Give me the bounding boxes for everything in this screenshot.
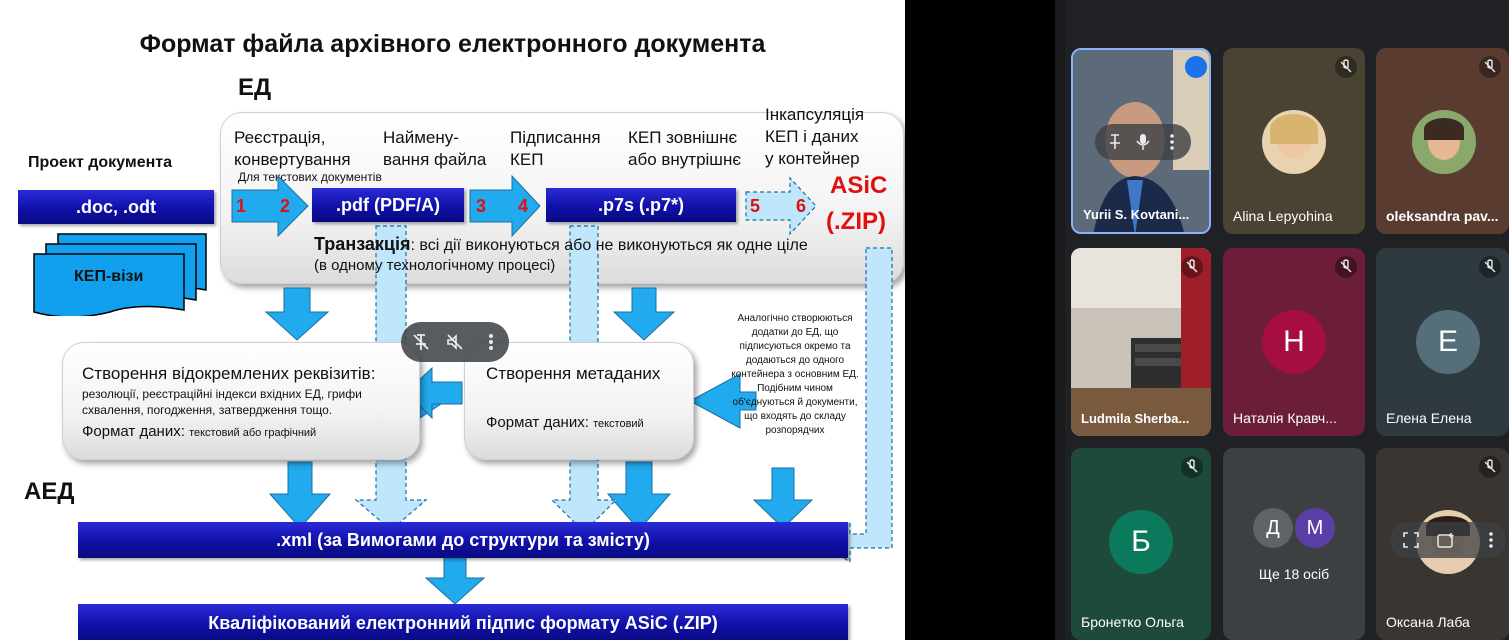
doc-format-bar: .doc, .odt	[18, 190, 214, 224]
participant-tile-1[interactable]: Yurii S. Kovtani...	[1071, 48, 1211, 234]
participant-name: oleksandra pav...	[1386, 208, 1499, 224]
frame-icon[interactable]	[1402, 531, 1420, 549]
step-naming-label: Наймену-вання файла	[383, 128, 487, 169]
kep-vizy-docs-icon	[33, 233, 207, 316]
transaction-line2: (в одному технологічному процесі)	[314, 257, 556, 274]
participant-name: Yurii S. Kovtani...	[1083, 207, 1190, 222]
pin-icon[interactable]	[1107, 133, 1123, 151]
step-num-1: 1	[236, 196, 247, 216]
step-num-5: 5	[750, 196, 761, 216]
avatar: Б	[1109, 510, 1173, 574]
metadata-box	[464, 342, 694, 460]
participant-name: Наталія Кравч...	[1233, 410, 1337, 426]
more-options-icon[interactable]	[1486, 531, 1496, 549]
requisites-detail: резолюції, реєстраційні індекси вхідних …	[82, 387, 362, 417]
participant-name: Елена Елена	[1386, 410, 1472, 426]
avatar: Е	[1416, 310, 1480, 374]
metadata-format: Формат даних: текстовий	[486, 414, 644, 431]
step-num-6: 6	[796, 196, 807, 216]
mic-off-icon	[1335, 256, 1357, 278]
zip-label: (.ZIP)	[826, 208, 886, 235]
avatar-small: Д	[1253, 508, 1293, 548]
kep-vizy-label: КЕП-візи	[74, 268, 144, 285]
xml-format-bar: .xml (за Вимогами до структури та змісту…	[78, 522, 848, 558]
requisites-title: Створення відокремлених реквізитів:	[82, 364, 376, 383]
pdf-format-bar: .pdf (PDF/A)	[312, 188, 464, 222]
step-num-2: 2	[280, 196, 291, 216]
requisites-box	[62, 342, 420, 460]
aed-label: АЕД	[24, 478, 75, 505]
avatar	[1412, 110, 1476, 174]
side-note: Аналогічно створюються додатки до ЕД, що…	[731, 313, 859, 436]
kep-asic-bar: Кваліфікований електронний підпис формат…	[78, 604, 848, 640]
participant-name: Ludmila Sherba...	[1081, 411, 1190, 426]
mic-off-icon	[1181, 456, 1203, 478]
participant-name: Оксана Лаба	[1386, 614, 1470, 630]
participant-tile-3[interactable]: oleksandra pav...	[1376, 48, 1509, 234]
step-num-3: 3	[476, 196, 487, 216]
presentation-padding	[905, 0, 1055, 640]
mute-icon[interactable]	[445, 332, 465, 352]
speaking-indicator-icon	[1185, 56, 1207, 78]
avatar: Н	[1262, 310, 1326, 374]
participant-name: Alina Lepyohina	[1233, 208, 1333, 224]
step-num-4: 4	[518, 196, 529, 216]
project-label: Проект документа	[28, 154, 172, 171]
more-options-icon[interactable]	[485, 332, 497, 352]
mic-off-icon	[1479, 456, 1501, 478]
step-registration-label: Реєстрація,конвертування	[234, 128, 351, 169]
participant-video	[1071, 248, 1211, 436]
participant-tile-5[interactable]: Н Наталія Кравч...	[1223, 248, 1365, 436]
avatar-small: М	[1295, 508, 1335, 548]
mic-off-icon	[1479, 256, 1501, 278]
participant-tile-9[interactable]: Оксана Лаба	[1376, 448, 1509, 640]
participant-tile-6[interactable]: Е Елена Елена	[1376, 248, 1509, 436]
tile-hover-controls	[1390, 522, 1506, 558]
panel-divider	[1055, 0, 1065, 640]
mic-off-icon	[1181, 256, 1203, 278]
more-participants-label: Ще 18 осіб	[1258, 566, 1330, 582]
participant-name: Бронетко Ольга	[1081, 614, 1184, 630]
transaction-text: Транзакція: всі дії виконуються або не в…	[314, 234, 808, 254]
tile-overlay-controls	[401, 322, 509, 362]
presentation-slide: Формат файла архівного електронного доку…	[0, 0, 905, 640]
metadata-title: Створення метаданих	[486, 364, 661, 383]
p7s-format-bar: .p7s (.p7*)	[546, 188, 736, 222]
requisites-format: Формат даних: текстовий або графічний	[82, 423, 317, 440]
unpin-icon[interactable]	[411, 332, 431, 352]
participant-tile-2[interactable]: Alina Lepyohina	[1223, 48, 1365, 234]
mic-off-icon	[1479, 56, 1501, 78]
participant-tile-4[interactable]: Ludmila Sherba...	[1071, 248, 1211, 436]
participant-tile-overflow[interactable]: Д М Ще 18 осіб	[1223, 448, 1365, 640]
microphone-icon[interactable]	[1135, 133, 1151, 151]
participant-tile-7[interactable]: Б Бронетко Ольга	[1071, 448, 1211, 640]
avatar	[1262, 110, 1326, 174]
tile-hover-controls	[1095, 124, 1191, 160]
for-text-docs-note: Для текстових документів	[238, 170, 382, 184]
slide-title: Формат файла архівного електронного доку…	[139, 30, 766, 58]
add-photo-icon[interactable]	[1436, 531, 1456, 549]
mic-off-icon	[1335, 56, 1357, 78]
more-options-icon[interactable]	[1167, 133, 1177, 151]
ed-label: ЕД	[238, 74, 272, 101]
asic-label: ASiC	[830, 172, 888, 199]
